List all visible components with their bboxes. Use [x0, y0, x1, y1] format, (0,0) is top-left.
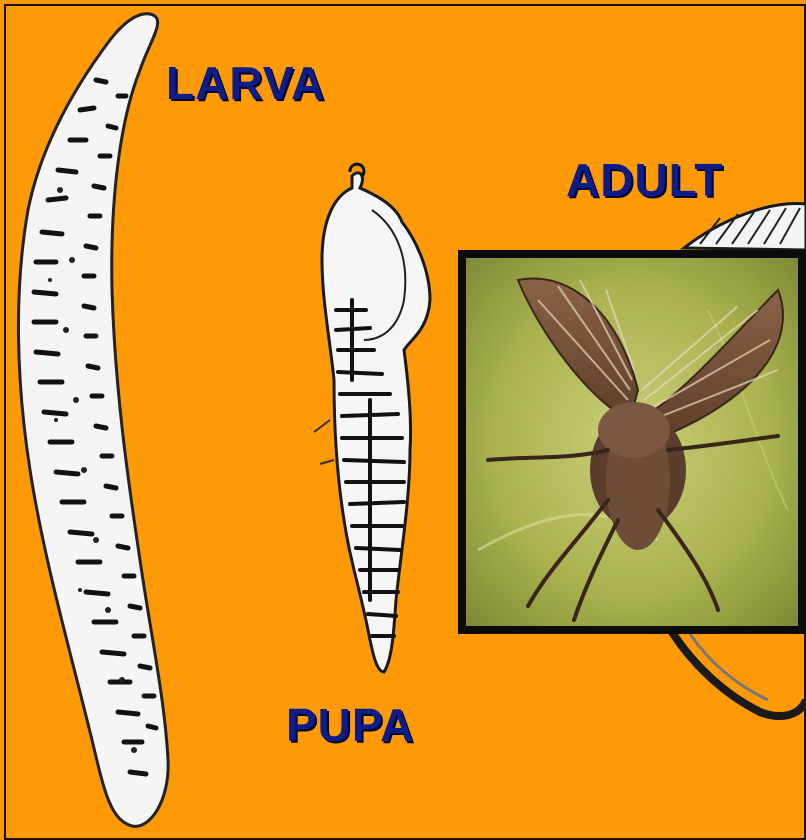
larva-label: LARVA: [166, 56, 325, 110]
adult-photo: [458, 250, 806, 634]
pupa-label: PUPA: [286, 698, 414, 752]
moth-fly-photo-icon: [458, 250, 806, 634]
adult-label: ADULT: [566, 153, 723, 207]
